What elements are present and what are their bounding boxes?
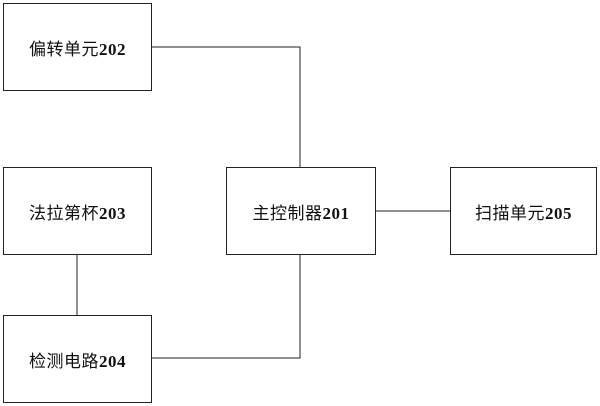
- faraday-cup-label: 法拉第杯203: [29, 199, 126, 224]
- faraday-cup-name: 法拉第杯: [29, 203, 99, 224]
- deflection-unit-name: 偏转单元: [29, 39, 99, 60]
- deflection-unit-number: 202: [99, 39, 126, 59]
- detection-circuit-label: 检测电路204: [29, 347, 126, 372]
- scanning-unit-block: 扫描单元205: [450, 167, 597, 255]
- faraday-cup-number: 203: [99, 203, 126, 223]
- main-controller-label: 主控制器201: [253, 199, 350, 224]
- connector-deflection-to-controller: [152, 46, 301, 167]
- scanning-unit-name: 扫描单元: [475, 203, 545, 224]
- deflection-unit-block: 偏转单元202: [3, 3, 152, 91]
- main-controller-number: 201: [322, 203, 350, 223]
- detection-circuit-name: 检测电路: [29, 351, 99, 372]
- connector-detection-to-controller: [152, 255, 301, 359]
- detection-circuit-block: 检测电路204: [3, 315, 152, 403]
- detection-circuit-number: 204: [99, 351, 126, 371]
- main-controller-name: 主控制器: [252, 203, 323, 224]
- deflection-unit-label: 偏转单元202: [29, 35, 126, 60]
- main-controller-block: 主控制器201: [226, 167, 376, 255]
- scanning-unit-label: 扫描单元205: [475, 199, 572, 224]
- faraday-cup-block: 法拉第杯203: [3, 167, 152, 255]
- scanning-unit-number: 205: [545, 203, 572, 223]
